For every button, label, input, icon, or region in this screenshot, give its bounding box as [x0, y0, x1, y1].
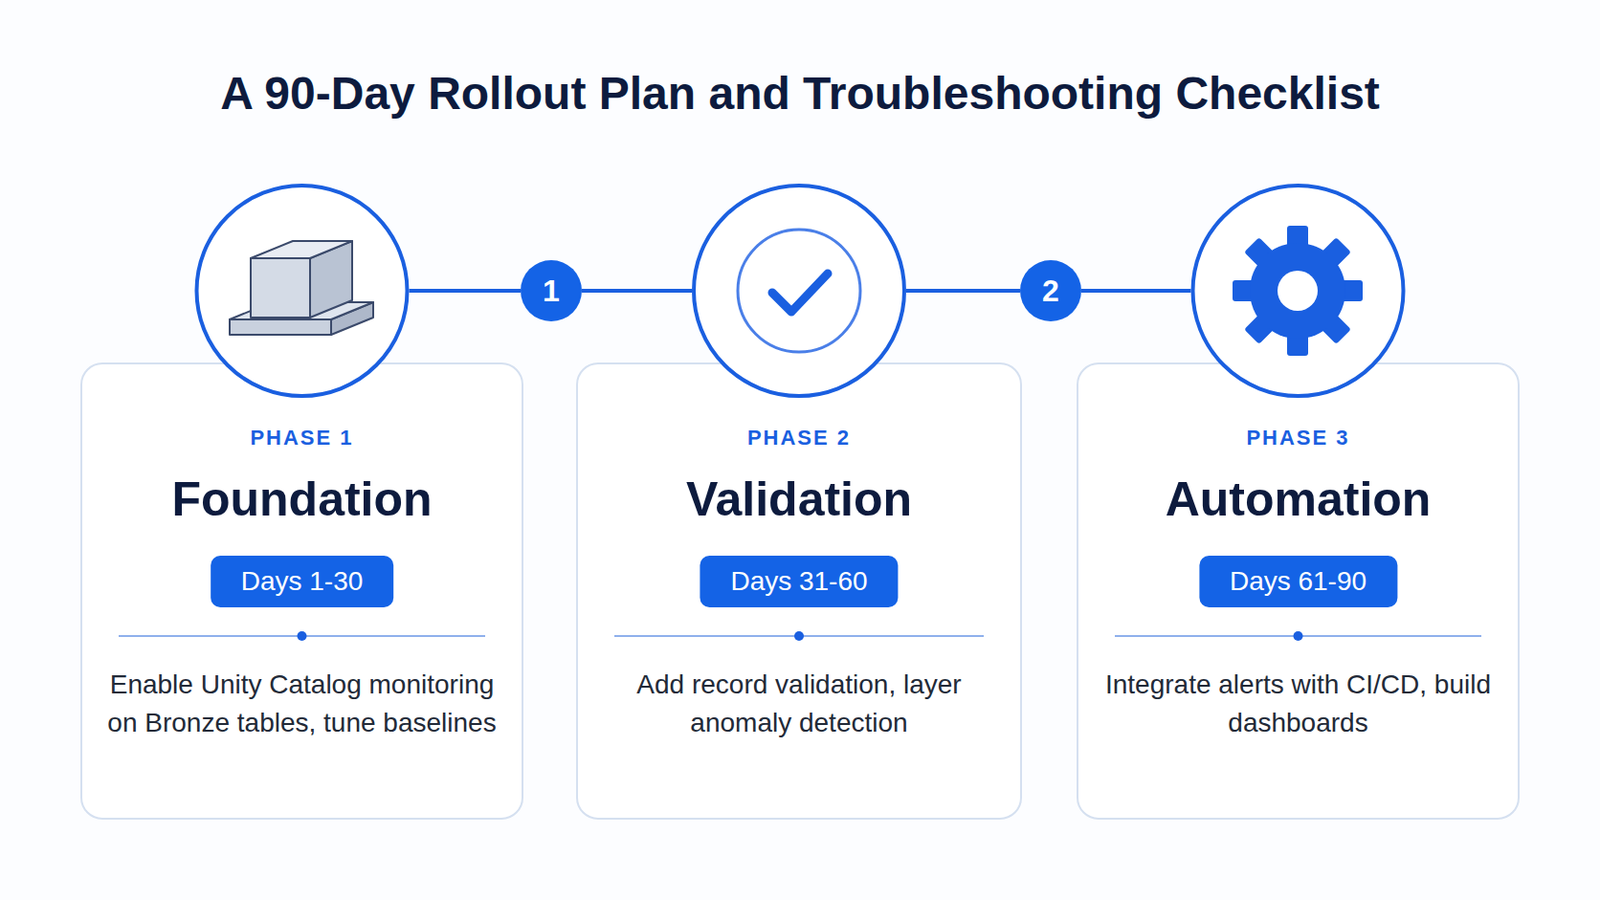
- connector-line: [409, 288, 522, 293]
- card-box: [577, 363, 1022, 820]
- divider-dot: [794, 631, 804, 642]
- day-range-pill: Days 1-30: [210, 555, 395, 608]
- day-range-pill: Days 61-90: [1199, 555, 1398, 608]
- icon-ring: [197, 185, 408, 397]
- phase-description: Add record validation, layer anomaly det…: [636, 666, 962, 743]
- step-badge: 1: [520, 260, 582, 322]
- day-range-pill: Days 31-60: [699, 555, 898, 608]
- connector-line: [581, 288, 692, 293]
- phase-label: PHASE 2: [747, 425, 851, 451]
- phase-label: PHASE 1: [249, 425, 354, 451]
- divider-dot: [1293, 631, 1304, 642]
- card-box: [1077, 363, 1519, 820]
- divider-dot: [297, 631, 308, 642]
- phase-card: PHASE 3 AutomationDays 61-90Integrate ale…: [1076, 183, 1520, 821]
- phase-description: Enable Unity Catalog monitoring on Bronz…: [106, 666, 499, 743]
- step-number: 2: [1042, 273, 1060, 309]
- step-number: 1: [542, 273, 560, 309]
- phase-name: Automation: [1165, 471, 1432, 528]
- phase-label: PHASE 3: [1245, 425, 1350, 451]
- step-badge: 2: [1020, 260, 1082, 322]
- phase-name: Validation: [686, 471, 912, 528]
- icon-ring: [1193, 185, 1404, 397]
- phase-card: PHASE 1 FoundationDays 1-30Enable Unity C…: [80, 183, 524, 821]
- card-box: [81, 363, 523, 820]
- icon-ring: [693, 185, 905, 397]
- connector-line: [1081, 288, 1192, 293]
- diagram-title: A 90-Day Rollout Plan and Troubleshootin…: [0, 65, 1600, 123]
- phase-card: PHASE 2 ValidationDays 31-60Add record va…: [576, 183, 1023, 821]
- phase-description: Integrate alerts with CI/CD, build dashb…: [1097, 666, 1500, 743]
- connector-line: [906, 288, 1021, 293]
- phase-name: Foundation: [171, 471, 432, 528]
